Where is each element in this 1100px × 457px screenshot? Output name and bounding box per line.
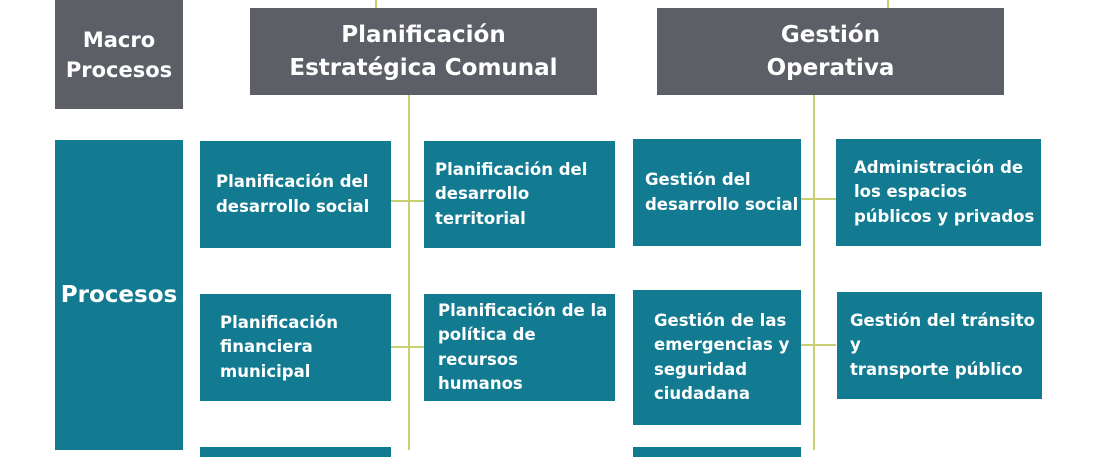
process-box-partial-right — [633, 447, 801, 457]
process-label: Planificación financiera municipal — [220, 312, 338, 381]
connector-top-right — [887, 0, 889, 8]
process-gestion-desarrollo-social: Gestión del desarrollo social — [633, 139, 801, 246]
process-gestion-transito: Gestión del tránsito y transporte públic… — [837, 292, 1042, 399]
process-label: Gestión del tránsito y transporte públic… — [850, 310, 1035, 379]
process-planificacion-desarrollo-territorial: Planificación del desarrollo territorial — [424, 141, 615, 248]
process-planificacion-desarrollo-social: Planificación del desarrollo social — [200, 141, 391, 248]
process-label: Planificación de la política de recursos… — [438, 300, 608, 394]
process-label: Gestión del desarrollo social — [645, 170, 799, 214]
connector-h-planif-row1 — [390, 200, 425, 202]
connector-vertical-gestion — [813, 95, 815, 450]
process-label: Planificación del desarrollo social — [216, 172, 370, 216]
process-planificacion-recursos-humanos: Planificación de la política de recursos… — [424, 294, 615, 401]
macro-gestion-operativa: Gestión Operativa — [657, 8, 1004, 95]
connector-h-gestion-row2 — [800, 344, 836, 346]
macro-planificacion-estrategica: Planificación Estratégica Comunal — [250, 8, 597, 95]
connector-h-gestion-row1 — [800, 198, 836, 200]
process-administracion-espacios: Administración de los espacios públicos … — [836, 139, 1041, 246]
connector-top-left — [375, 0, 377, 8]
process-label: Administración de los espacios públicos … — [854, 157, 1035, 226]
connector-vertical-planificacion — [408, 95, 410, 450]
procesos-label: Procesos — [55, 140, 183, 450]
process-gestion-emergencias: Gestión de las emergencias y seguridad c… — [633, 290, 801, 425]
process-box-partial-left — [200, 447, 391, 457]
process-label: Gestión de las emergencias y seguridad c… — [654, 310, 790, 404]
macro-procesos-label: Macro Procesos — [55, 0, 183, 109]
process-label: Planificación del desarrollo territorial — [435, 159, 588, 228]
process-planificacion-financiera-municipal: Planificación financiera municipal — [200, 294, 391, 401]
connector-h-planif-row2 — [390, 346, 425, 348]
